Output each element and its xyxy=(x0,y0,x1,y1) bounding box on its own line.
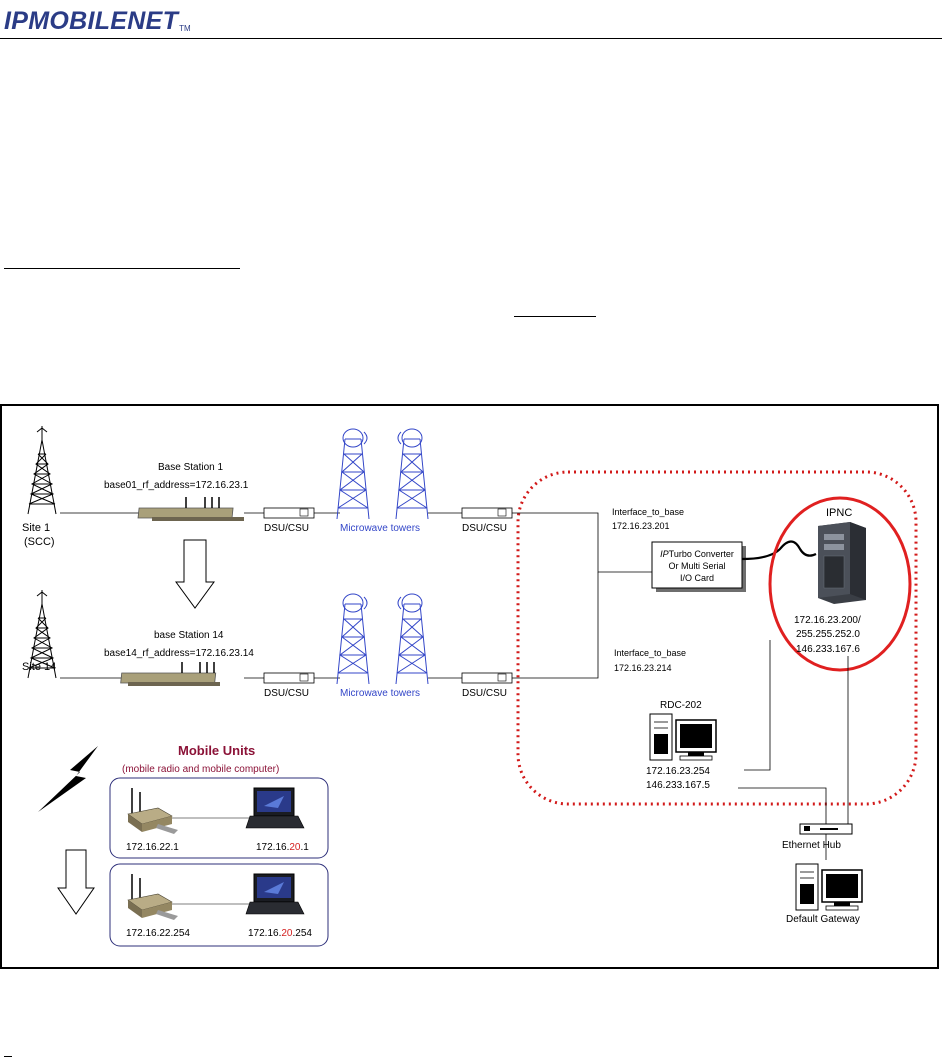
mobile-title: Mobile Units xyxy=(178,743,255,758)
link-dsu1-converter xyxy=(512,512,652,573)
dsu-left-2-icon xyxy=(263,672,315,684)
interface1-name: Interface_to_base xyxy=(612,507,684,517)
mobile-arrow-down-icon xyxy=(57,849,95,915)
rdc-label: RDC-202 xyxy=(660,700,702,711)
diagram-frame xyxy=(0,404,939,969)
link-dsu2-converter xyxy=(512,572,599,679)
dsu-right-1-label: DSU/CSU xyxy=(462,523,507,534)
base1-radio-icon xyxy=(137,497,244,521)
base14-address: base14_rf_address=172.16.23.14 xyxy=(104,648,254,659)
converter-box: IPTurbo Converter Or Multi Serial I/O Ca… xyxy=(651,541,746,592)
rdc-ip1: 172.16.23.254 xyxy=(646,766,710,777)
logo-trademark: TM xyxy=(179,23,191,33)
microwave-1-label: Microwave towers xyxy=(340,523,420,534)
dsu-left-2-label: DSU/CSU xyxy=(264,688,309,699)
microwave-2-label: Microwave towers xyxy=(340,688,420,699)
converter-line2: Or Multi Serial xyxy=(668,561,725,571)
gateway-label: Default Gateway xyxy=(786,914,860,925)
footer-mark xyxy=(4,1056,12,1057)
base1-title: Base Station 1 xyxy=(158,462,223,473)
mobile-laptop-1-icon xyxy=(245,787,305,829)
site1-sub: (SCC) xyxy=(24,536,55,548)
company-logo: IPMOBILENET TM xyxy=(4,6,191,36)
lightning-bolt-icon xyxy=(38,746,98,812)
network-diagram: Site 1 (SCC) Base Station 1 base01_rf_ad… xyxy=(0,404,939,969)
dsu-right-2-label: DSU/CSU xyxy=(462,688,507,699)
mobile-laptop-2-icon xyxy=(245,873,305,915)
site1-tower-icon xyxy=(27,426,57,515)
converter-line1: IPTurbo Converter xyxy=(660,549,734,559)
interface2-ip: 172.16.23.214 xyxy=(614,663,672,673)
link-ipnc-rdc xyxy=(744,640,771,771)
microwave-towers-1-icon xyxy=(336,428,429,520)
mobile-unit-2-box xyxy=(109,863,329,947)
microwave-towers-2-icon xyxy=(336,593,429,685)
dsu-right-2-icon xyxy=(461,672,513,684)
dsu-left-1-icon xyxy=(263,507,315,519)
site14-tower-icon xyxy=(27,590,57,679)
interface1-ip: 172.16.23.201 xyxy=(612,521,670,531)
ipnc-highlight-circle xyxy=(768,496,912,672)
interface2-name: Interface_to_base xyxy=(614,648,686,658)
mobile-radio-2-icon xyxy=(127,874,178,920)
base1-address: base01_rf_address=172.16.23.1 xyxy=(104,480,249,491)
rdc-computer-icon xyxy=(649,713,717,761)
dsu-left-1-label: DSU/CSU xyxy=(264,523,309,534)
ipnc-label: IPNC xyxy=(826,507,852,519)
mobile-unit-1-box xyxy=(109,777,329,859)
logo-text: IPMOBILENET xyxy=(4,6,179,35)
link-rdc-hub xyxy=(738,787,827,824)
ipnc-ip2: 146.233.167.6 xyxy=(796,644,860,655)
mobile-radio-1-icon xyxy=(127,788,178,834)
mobile-unit-2-pc-ip: 172.16.20.254 xyxy=(248,928,312,939)
header-rule xyxy=(0,38,942,39)
serial-cable xyxy=(741,540,817,561)
ipnc-mask: 255.255.252.0 xyxy=(796,629,860,640)
gateway-computer-icon xyxy=(795,863,863,911)
mobile-unit-2-radio-ip: 172.16.22.254 xyxy=(126,928,190,939)
mobile-unit-1-pc-ip: 172.16.20.1 xyxy=(256,842,309,853)
dotted-region xyxy=(516,470,918,806)
blank-underline-1 xyxy=(4,268,240,269)
converter-line3: I/O Card xyxy=(680,573,714,583)
hub-label: Ethernet Hub xyxy=(782,840,841,851)
mobile-subtitle: (mobile radio and mobile computer) xyxy=(122,764,279,775)
site1-label: Site 1 xyxy=(22,522,50,534)
arrow-down-icon xyxy=(175,539,215,609)
base14-radio-icon xyxy=(120,662,220,686)
mobile-unit-1-radio-ip: 172.16.22.1 xyxy=(126,842,179,853)
site14-label: Site 14 xyxy=(22,661,56,673)
base14-title: base Station 14 xyxy=(154,630,224,641)
rdc-ip2: 146.233.167.5 xyxy=(646,780,710,791)
ethernet-hub-icon xyxy=(799,823,853,835)
dsu-right-1-icon xyxy=(461,507,513,519)
ipnc-ip1: 172.16.23.200/ xyxy=(794,615,861,626)
blank-underline-2 xyxy=(514,316,596,317)
ipnc-server-icon xyxy=(818,522,866,604)
